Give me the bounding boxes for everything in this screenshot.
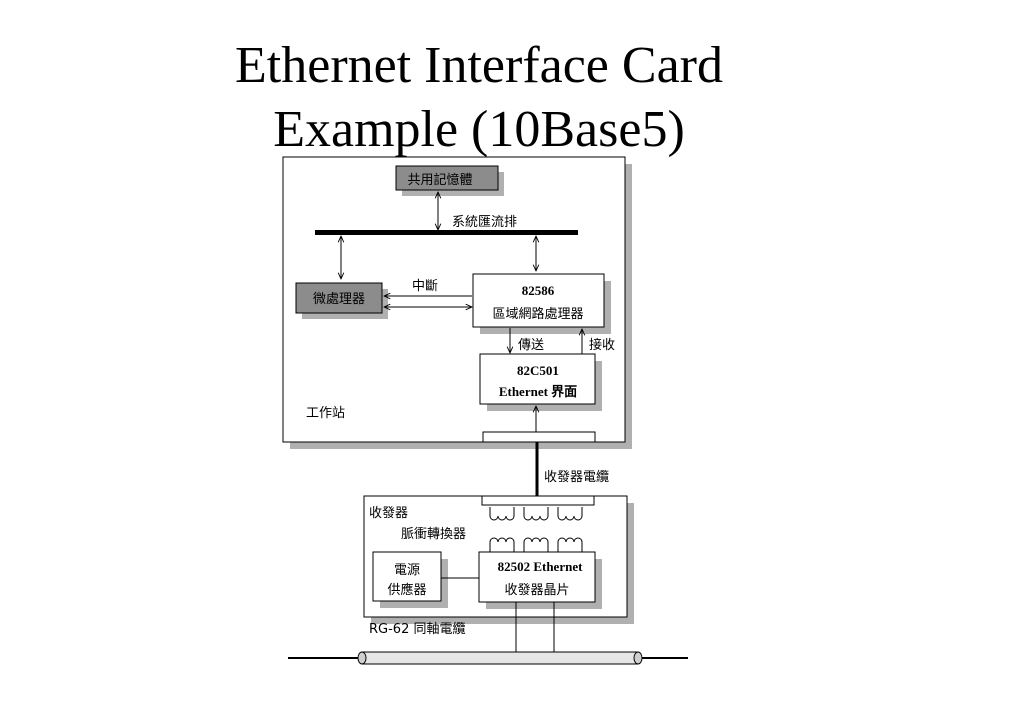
workstation-label: 工作站 [306, 406, 345, 421]
system-bus-label: 系統匯流排 [452, 215, 517, 230]
transceiver-chip-name: 收發器晶片 [504, 583, 569, 598]
receive-label: 接收 [589, 337, 615, 353]
transformer-coil-2 [523, 507, 549, 552]
lan-processor-box: 82586 區域網路處理器 [472, 273, 611, 334]
transmit-label: 傳送 [518, 338, 544, 353]
lan-processor-model: 82586 [522, 283, 555, 298]
workstation-connector [482, 431, 596, 443]
lan-processor-name: 區域網路處理器 [492, 306, 583, 322]
transceiver-chip-model: 82502 Ethernet [498, 559, 584, 574]
shared-memory-box: 共用記憶體 [395, 165, 504, 196]
power-supply-box: 電源 供應器 [372, 551, 448, 608]
transceiver-cable-label: 收發器電纜 [544, 469, 609, 485]
slide-title: Ethernet Interface Card Example (10Base5… [0, 34, 958, 162]
pulse-transformer-label: 脈衝轉換器 [401, 527, 466, 542]
power-supply-label-2: 供應器 [387, 582, 426, 598]
interrupt-label: 中斷 [412, 279, 438, 294]
title-line-2: Example (10Base5) [273, 101, 685, 158]
power-supply-label-1: 電源 [394, 563, 420, 578]
title-line-1: Ethernet Interface Card [235, 37, 723, 94]
shared-memory-label: 共用記憶體 [407, 172, 472, 188]
transformer-coil-3 [557, 507, 583, 552]
pulse-transformer-coils [489, 507, 583, 552]
ethernet-interface-name: Ethernet 界面 [499, 384, 577, 399]
microprocessor-label: 微處理器 [313, 292, 365, 307]
transceiver-connector [481, 495, 595, 506]
coax-cable [288, 651, 688, 665]
transceiver-label: 收發器 [369, 506, 408, 521]
ethernet-interface-box: 82C501 Ethernet 界面 [479, 353, 602, 411]
transformer-coil-1 [489, 507, 515, 552]
microprocessor-box: 微處理器 [295, 282, 388, 319]
system-bus [315, 230, 578, 235]
transceiver-chip-box: 82502 Ethernet 收發器晶片 [478, 551, 602, 609]
coax-label: RG-62 同軸電纜 [369, 621, 465, 637]
ethernet-interface-model: 82C501 [517, 363, 559, 378]
